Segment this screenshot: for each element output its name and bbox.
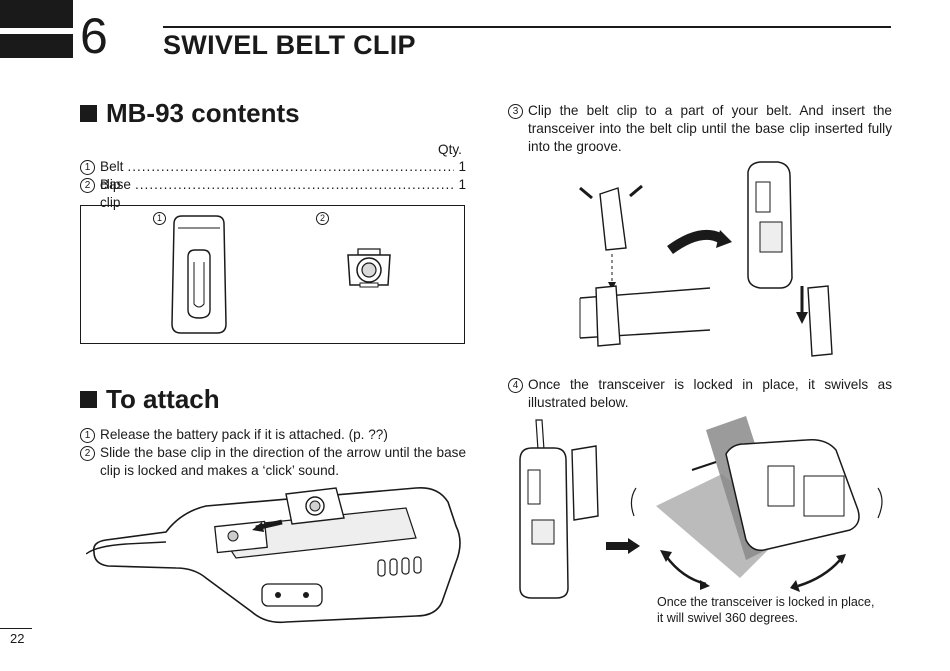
step-text: Clip the belt clip to a part of your bel… <box>528 103 892 154</box>
step-1: 1 Release the battery pack if it is atta… <box>80 426 466 444</box>
step-text: Release the battery pack if it is attach… <box>100 427 388 442</box>
square-bullet-icon <box>80 391 97 408</box>
item-name: Base clip <box>100 177 131 210</box>
step-3: 3 Clip the belt clip to a part of your b… <box>508 102 892 156</box>
figure-label-1: 1 <box>153 212 166 225</box>
circled-number: 2 <box>80 178 95 193</box>
list-item: 2 Base clip 1 <box>80 176 466 212</box>
item-qty: 1 <box>458 159 466 174</box>
page-number-rule <box>0 628 32 629</box>
header-rule <box>163 26 891 28</box>
figure-label-2: 2 <box>316 212 329 225</box>
belt-clip-icon <box>168 212 230 337</box>
caption-line-1: Once the transceiver is locked in place, <box>657 595 875 609</box>
circled-number: 4 <box>508 378 523 393</box>
attach-heading: To attach <box>80 384 220 415</box>
chapter-title: SWIVEL BELT CLIP <box>163 30 416 60</box>
square-bullet-icon <box>80 105 97 122</box>
chapter-number: 6 <box>80 8 108 64</box>
circled-number: 3 <box>508 104 523 119</box>
caption-line-2: it will swivel 360 degrees. <box>657 611 799 625</box>
item-qty: 1 <box>458 177 466 192</box>
circled-number: 2 <box>80 446 95 461</box>
page-number: 22 <box>10 631 25 646</box>
base-clip-icon <box>344 247 394 289</box>
step-text: Slide the base clip in the direction of … <box>100 445 466 478</box>
step-2: 2 Slide the base clip in the direction o… <box>80 444 466 480</box>
circled-number: 1 <box>80 428 95 443</box>
step-4: 4 Once the transceiver is locked in plac… <box>508 376 892 412</box>
swivel-caption: Once the transceiver is locked in place,… <box>657 594 874 626</box>
swivel-illustration <box>506 416 890 610</box>
list-item: 1 Belt clip 1 <box>80 158 466 194</box>
qty-label: Qty. <box>438 142 462 157</box>
item-name: Belt clip <box>100 159 124 192</box>
circled-number: 1 <box>80 160 95 175</box>
header-black-bar-bottom <box>0 34 73 58</box>
belt-clip-mounting-illustration <box>570 158 840 370</box>
radio-back-base-clip-illustration <box>86 482 466 632</box>
header-black-bar-top <box>0 0 73 28</box>
step-text: Once the transceiver is locked in place,… <box>528 377 892 410</box>
contents-heading: MB-93 contents <box>80 98 300 129</box>
contents-figure-box <box>80 205 465 344</box>
